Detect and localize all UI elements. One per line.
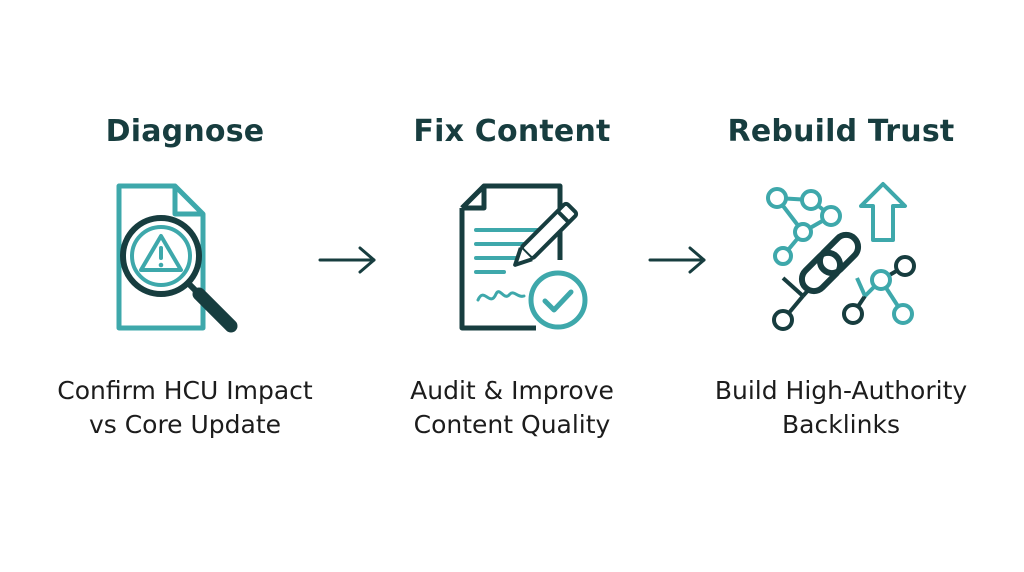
right-arrow-icon — [318, 246, 376, 274]
backlink-network-icon — [766, 182, 916, 331]
step-rebuild-trust: Rebuild Trust Build High-Authori — [681, 0, 1001, 572]
step-description-line: Backlinks — [782, 410, 900, 439]
step-description: Audit & Improve Content Quality — [352, 374, 672, 442]
document-pen-check-icon — [459, 183, 588, 331]
step-description: Confirm HCU Impact vs Core Update — [25, 374, 345, 442]
magnifier-warning-document-icon — [116, 183, 238, 333]
step-description-line: Audit & Improve — [410, 376, 614, 405]
step-title: Fix Content — [413, 114, 611, 149]
step-fix-content: Fix Content Audit & Improve Content Qual… — [352, 0, 672, 572]
step-title: Rebuild Trust — [727, 114, 955, 149]
step-description: Build High-Authority Backlinks — [681, 374, 1001, 442]
step-description-line: Build High-Authority — [714, 376, 968, 405]
step-title: Diagnose — [105, 114, 265, 149]
step-description-line: Content Quality — [413, 410, 611, 439]
step-diagnose: Diagnose Confirm HCU Impact vs Core Upda… — [25, 0, 345, 572]
right-arrow-icon — [648, 246, 706, 274]
step-description-line: vs Core Update — [88, 410, 282, 439]
step-description-line: Confirm HCU Impact — [57, 376, 313, 405]
